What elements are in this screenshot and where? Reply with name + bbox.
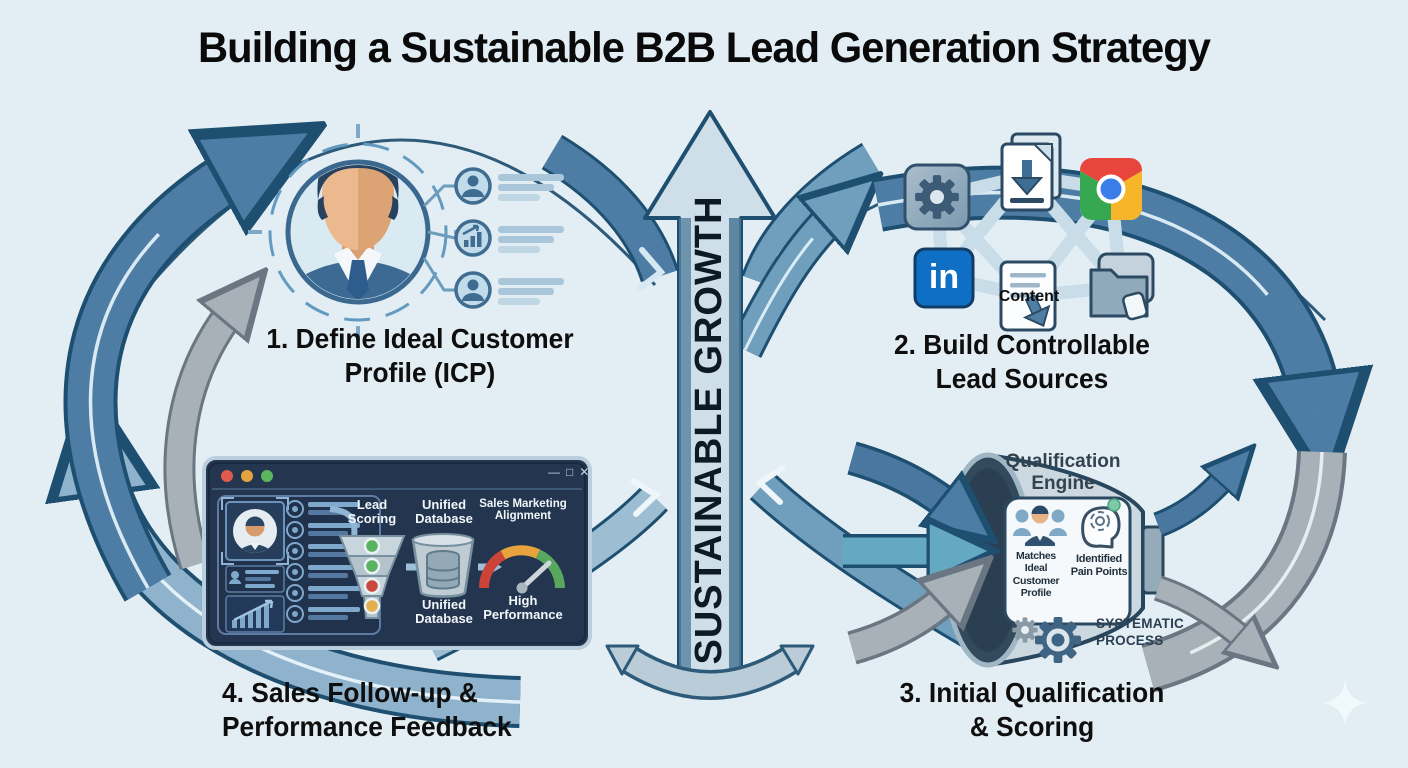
step4-heading-line1: 4. Sales Follow-up & bbox=[222, 677, 478, 708]
step1-heading-line1: 1. Define Ideal Customer bbox=[266, 323, 574, 354]
connector-lines bbox=[422, 184, 456, 292]
card1-line2: Customer bbox=[1012, 574, 1060, 587]
step3-heading: 3. Initial Qualification & Scoring bbox=[882, 676, 1183, 744]
bar-chart-icon bbox=[225, 595, 285, 633]
unified-database-caption: Unified Database bbox=[408, 597, 480, 627]
funnel-icon bbox=[338, 535, 406, 619]
systematic-process-label: SYSTEMATIC PROCESS bbox=[1096, 616, 1216, 650]
dashboard-illustration bbox=[202, 456, 592, 650]
db-label-line2: Database bbox=[415, 511, 473, 527]
left-inner-gray-arrow bbox=[166, 303, 238, 569]
minimize-icon: — bbox=[548, 465, 560, 479]
align-label-line1: Sales Marketing bbox=[479, 498, 567, 510]
high-performance-caption: High Performance bbox=[477, 593, 569, 623]
dashed-ring bbox=[268, 142, 448, 322]
chevron-down-right-icon bbox=[637, 247, 666, 291]
insight-head-icon bbox=[1081, 498, 1121, 549]
window-dot-red bbox=[221, 470, 233, 482]
perf-line2: Performance bbox=[483, 607, 563, 623]
step2-heading-line1: 2. Build Controllable bbox=[894, 329, 1150, 360]
lead-label-line2: Scoring bbox=[347, 511, 397, 527]
lead-sources-illustration bbox=[903, 132, 1155, 332]
card1-line3: Profile bbox=[1020, 587, 1052, 600]
download-document-icon bbox=[1000, 132, 1062, 212]
card1-line1: Matches Ideal bbox=[1016, 550, 1056, 575]
icp-illustration bbox=[248, 124, 566, 340]
output-arrow-dark bbox=[1154, 470, 1232, 535]
database-icon bbox=[411, 533, 475, 598]
step1-heading: 1. Define Ideal Customer Profile (ICP) bbox=[232, 322, 608, 390]
input-arrow-gray bbox=[848, 588, 958, 661]
step3-heading-line1: 3. Initial Qualification bbox=[899, 677, 1165, 708]
arrowhead-right-icon bbox=[779, 644, 815, 676]
window-dot-green bbox=[261, 470, 273, 482]
large-gear-icon bbox=[1035, 617, 1081, 663]
card2-line2: Pain Points bbox=[1070, 565, 1128, 578]
step1-to-center-band bbox=[543, 137, 677, 282]
dbcap-line1: Unified bbox=[421, 597, 467, 612]
align-label-line2: Alignment bbox=[494, 510, 552, 523]
engine-title-line1: Qualification bbox=[1005, 451, 1121, 472]
folder-icon bbox=[1089, 252, 1155, 321]
content-document-icon bbox=[999, 260, 1057, 332]
linkedin-icon bbox=[913, 247, 975, 309]
mini-avatar-icon bbox=[236, 516, 274, 553]
close-icon: ✕ bbox=[579, 465, 590, 479]
cycle-arrows bbox=[91, 137, 1325, 728]
lead-scoring-label: Lead Scoring bbox=[332, 497, 412, 527]
perf-line1: High bbox=[508, 593, 538, 608]
qualification-engine-title: Qualification Engine bbox=[983, 451, 1143, 495]
engine-title-line2: Engine bbox=[1031, 472, 1095, 494]
chrome-browser-icon bbox=[1080, 158, 1142, 220]
page-title: Building a Sustainable B2B Lead Generati… bbox=[197, 24, 1211, 72]
process-line1: SYSTEMATIC bbox=[1096, 616, 1185, 631]
bottom-double-arrow bbox=[605, 644, 815, 700]
input-arrow-dark bbox=[848, 445, 960, 514]
step1-heading-line2: Profile (ICP) bbox=[344, 357, 496, 389]
lead-label-line1: Lead bbox=[356, 497, 388, 512]
step2-heading: 2. Build Controllable Lead Sources bbox=[870, 328, 1175, 396]
chevron-up-right-icon bbox=[631, 478, 661, 517]
dbcap-line2: Database bbox=[415, 611, 473, 627]
engine-nozzle bbox=[1141, 525, 1165, 595]
step4-heading-line2: Performance Feedback bbox=[222, 711, 512, 743]
engine-card-icp: Matches Ideal Customer Profile bbox=[1004, 550, 1068, 600]
arrowhead-left-icon bbox=[605, 644, 640, 676]
step4-heading: 4. Sales Follow-up & Performance Feedbac… bbox=[222, 676, 560, 744]
performance-gauge-icon bbox=[478, 545, 565, 594]
card2-line1: Identified bbox=[1076, 553, 1122, 565]
sales-marketing-alignment-label: Sales Marketing Alignment bbox=[479, 498, 567, 523]
process-line2: PROCESS bbox=[1096, 632, 1164, 648]
output-arrow-gray bbox=[1154, 578, 1252, 646]
sustainable-growth-label: SUSTAINABLE GROWTH bbox=[688, 195, 730, 665]
growth-chart-icon bbox=[462, 224, 482, 247]
maximize-icon: □ bbox=[566, 465, 574, 479]
chevron-up-left-icon bbox=[755, 465, 785, 505]
content-label: Content bbox=[998, 288, 1060, 305]
window-dot-orange bbox=[241, 470, 253, 482]
db-label-line1: Unified bbox=[421, 497, 467, 512]
engine-arrows bbox=[843, 441, 1252, 661]
engine-card-painpoints: Identified Pain Points bbox=[1068, 553, 1130, 579]
linkedin-glyph: in bbox=[928, 257, 960, 296]
step2-heading-line2: Lead Sources bbox=[935, 363, 1109, 395]
contact-summary-box bbox=[225, 565, 285, 593]
people-group-icon bbox=[1013, 505, 1067, 546]
step3-heading-line2: & Scoring bbox=[969, 711, 1095, 743]
unified-database-label: Unified Database bbox=[408, 497, 480, 527]
window-controls: — □ ✕ bbox=[548, 466, 594, 478]
sparkle-icon bbox=[1323, 681, 1367, 725]
